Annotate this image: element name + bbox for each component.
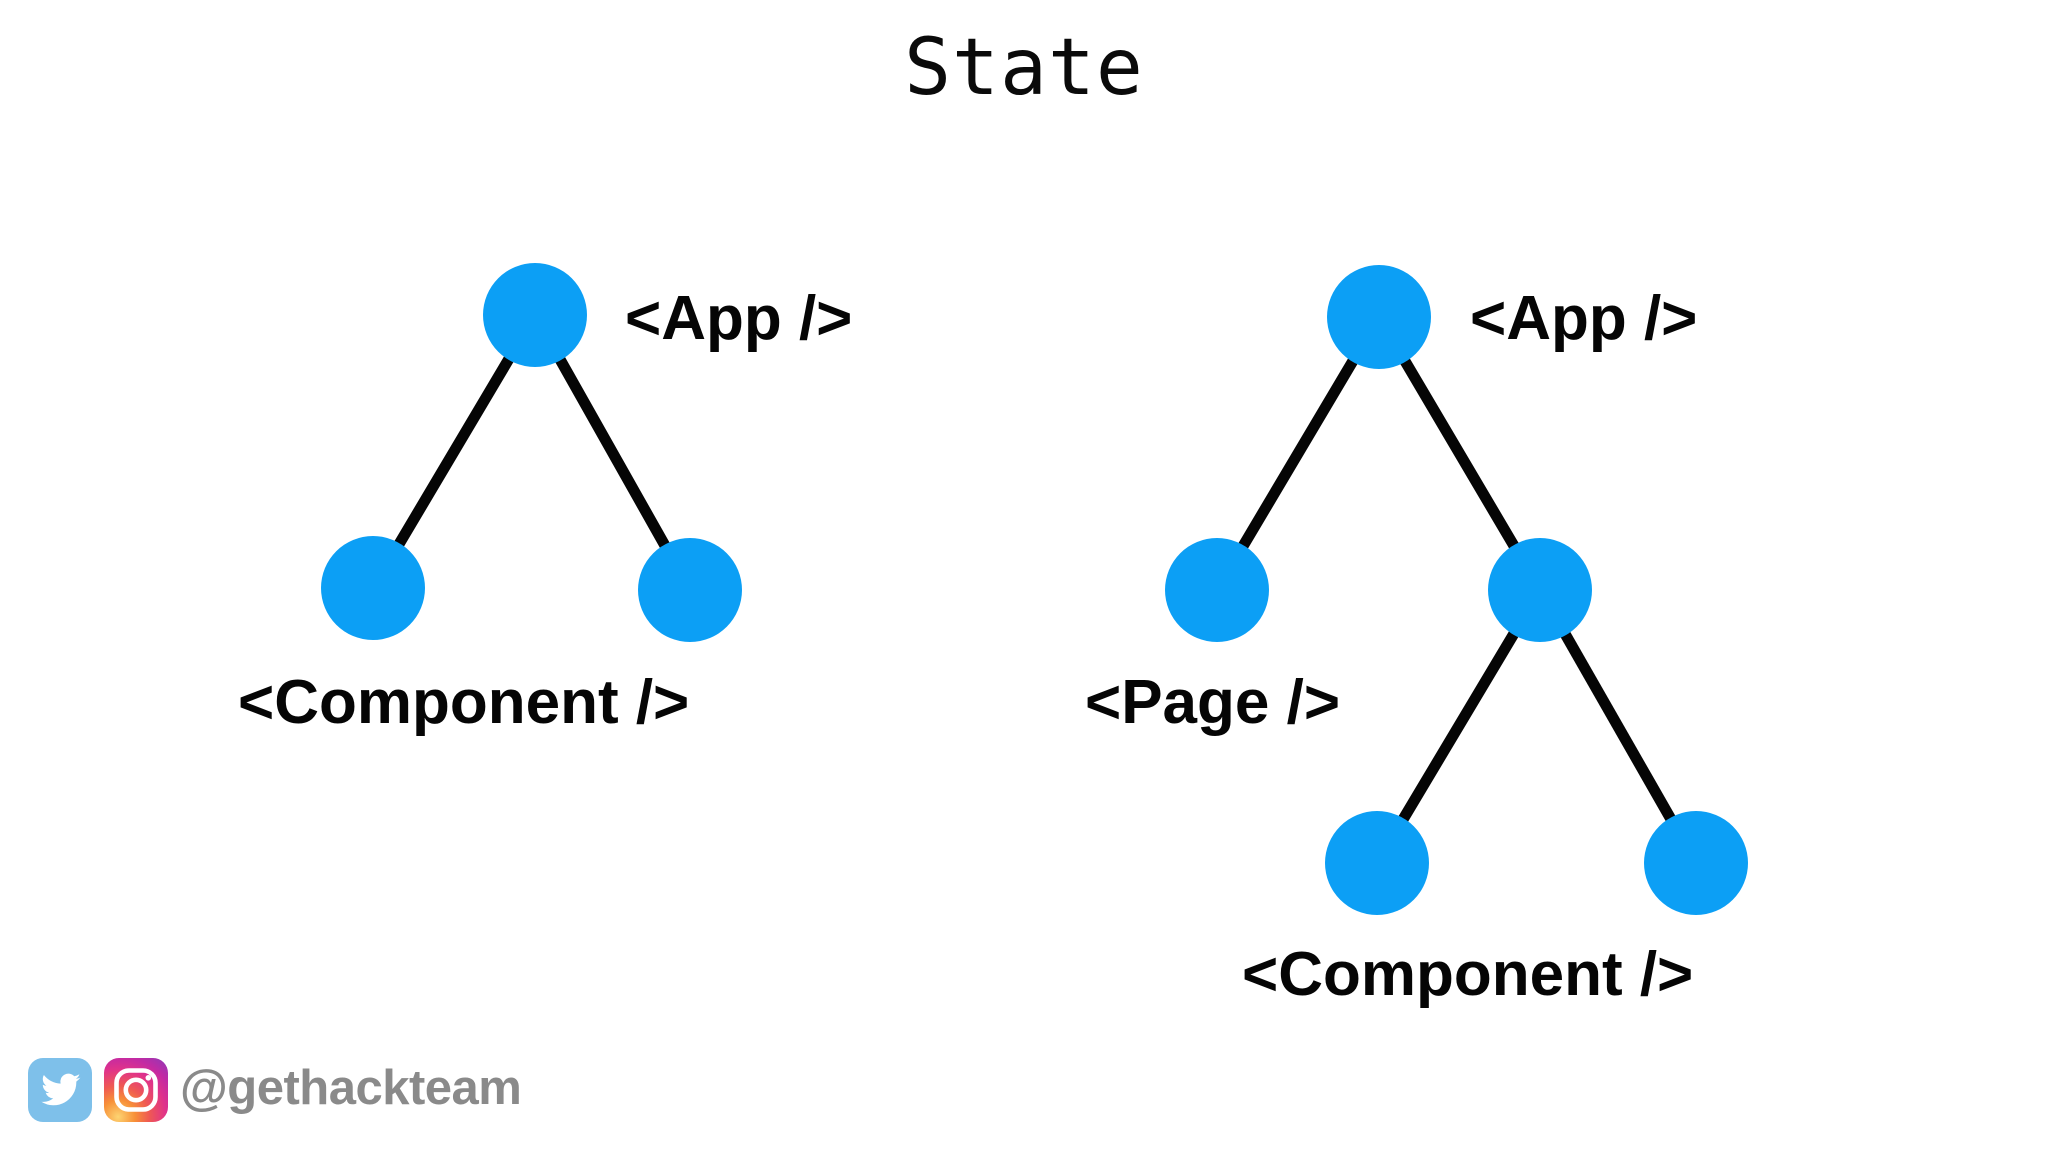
page-title: State xyxy=(904,23,1144,113)
label-component-right: <Component /> xyxy=(1242,940,1694,1009)
edge-rroot-rmid xyxy=(1373,311,1546,596)
edge-lroot-lchild2 xyxy=(529,309,696,596)
right-tree-nodes xyxy=(1165,265,1748,915)
instagram-icon[interactable] xyxy=(104,1058,168,1122)
label-app-right: <App /> xyxy=(1470,284,1698,353)
node-component-right-2[interactable] xyxy=(1644,811,1748,915)
social-handle: @gethackteam xyxy=(180,1060,522,1115)
label-app-left: <App /> xyxy=(625,284,853,353)
left-tree-nodes xyxy=(321,263,742,642)
twitter-icon[interactable] xyxy=(28,1058,92,1122)
node-app-left[interactable] xyxy=(483,263,587,367)
edge-rmid-rleaf1 xyxy=(1371,584,1546,869)
edge-rroot-rpage xyxy=(1211,311,1385,596)
label-component-left: <Component /> xyxy=(238,668,690,737)
node-app-right[interactable] xyxy=(1327,265,1431,369)
edge-rmid-rleaf2 xyxy=(1534,584,1702,869)
node-page-right[interactable] xyxy=(1165,538,1269,642)
node-component-left-1[interactable] xyxy=(321,536,425,640)
label-page-right: <Page /> xyxy=(1085,668,1341,737)
social-footer: @gethackteam xyxy=(28,1058,522,1122)
node-middle-right[interactable] xyxy=(1488,538,1592,642)
left-tree-edges xyxy=(367,309,696,596)
node-component-left-2[interactable] xyxy=(638,538,742,642)
right-tree-edges xyxy=(1211,311,1702,869)
node-component-right-1[interactable] xyxy=(1325,811,1429,915)
edge-lroot-lchild1 xyxy=(367,309,541,594)
